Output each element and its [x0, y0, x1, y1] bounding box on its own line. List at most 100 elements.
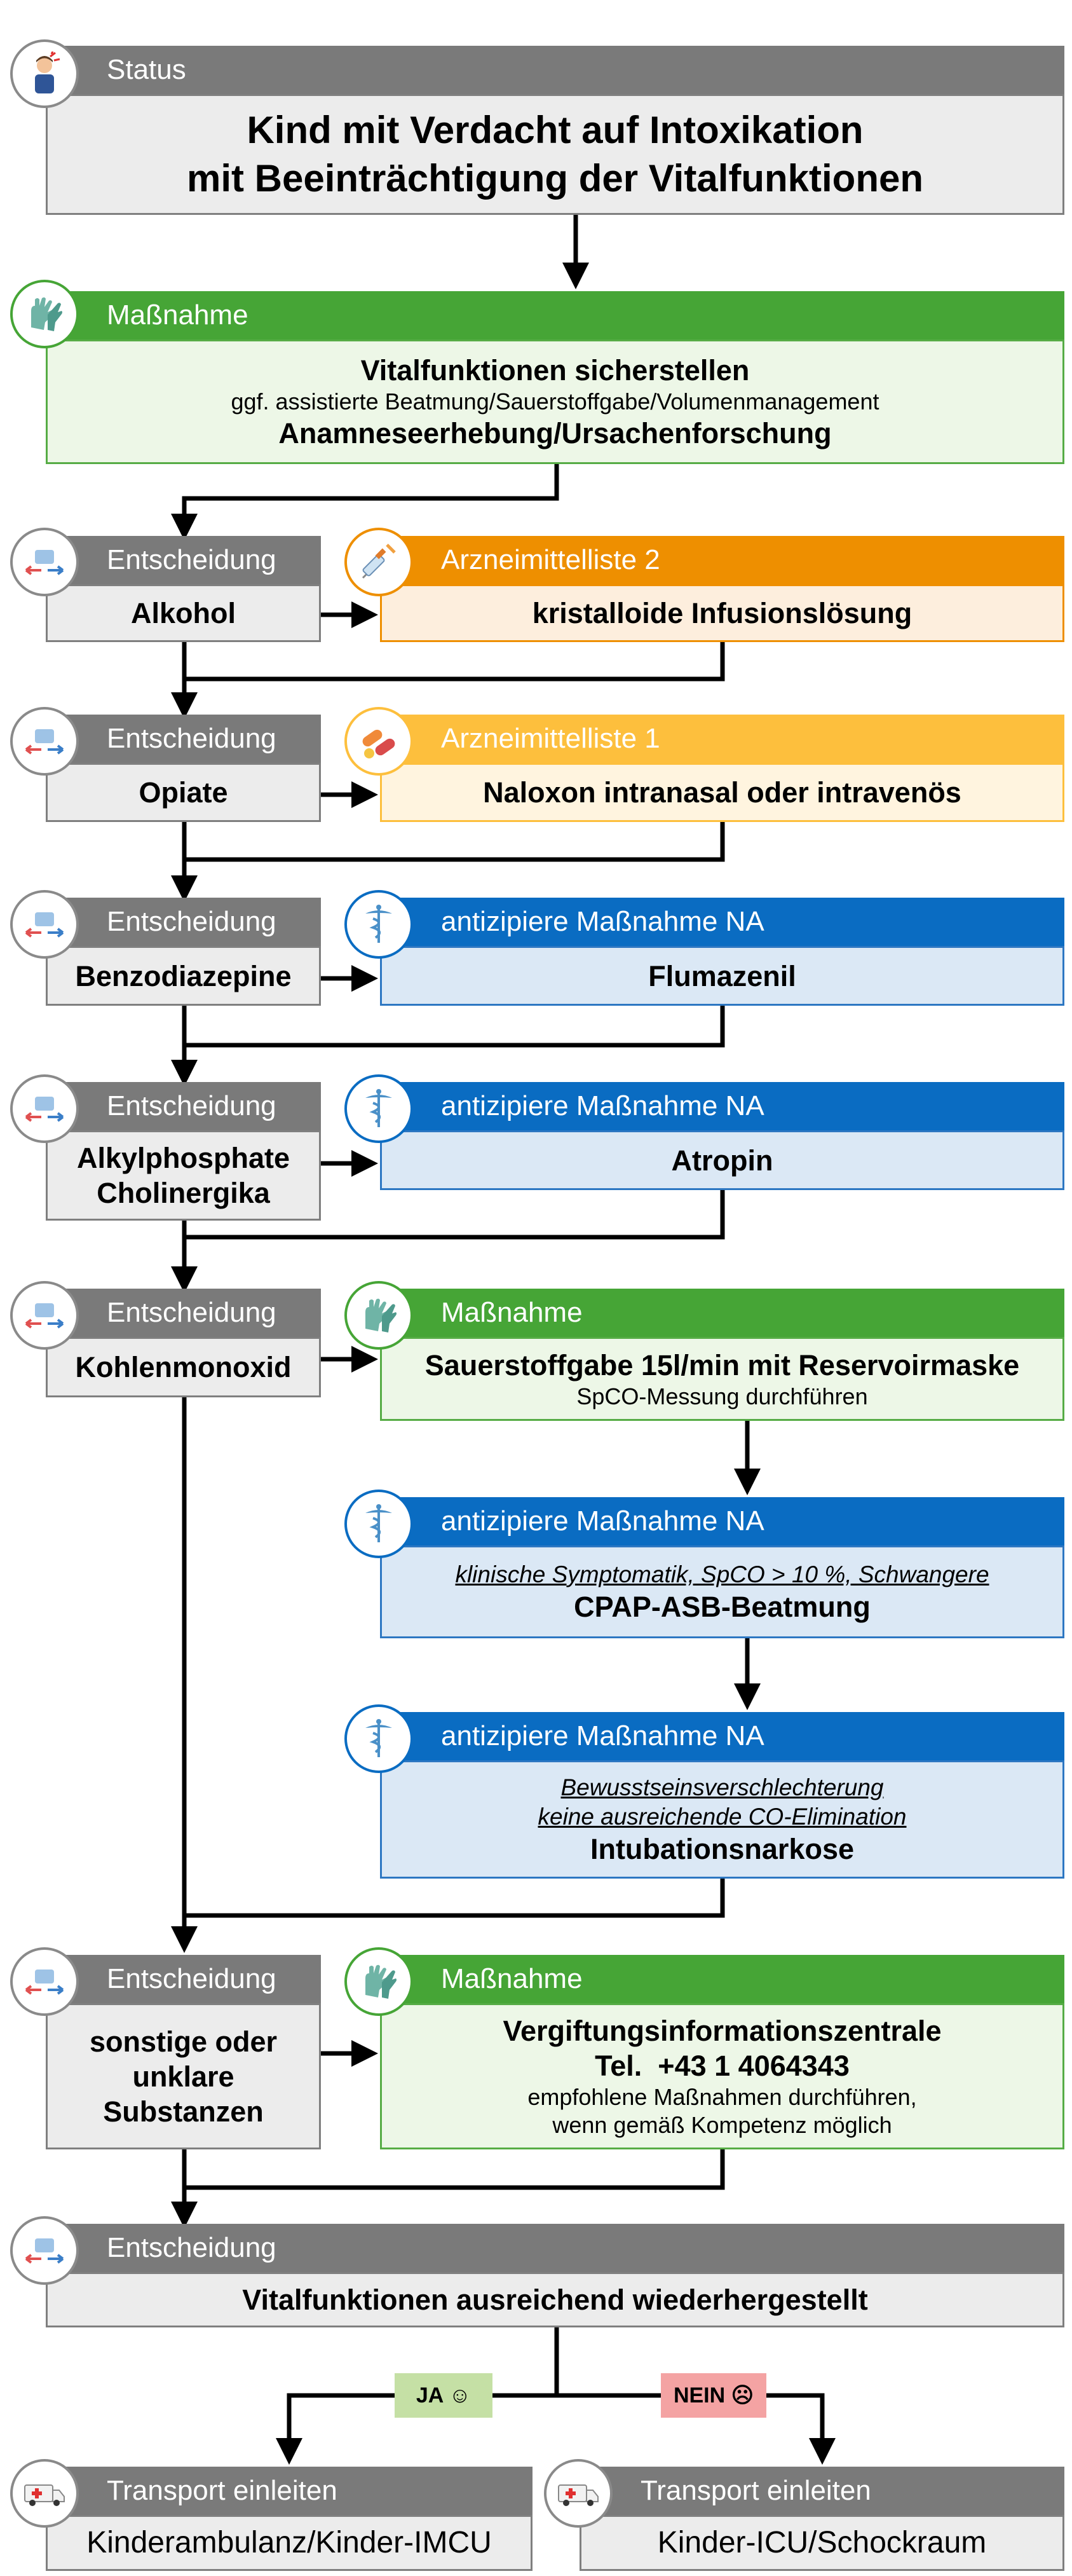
- decision-opiate: Opiate: [46, 763, 321, 822]
- massnahme1-header: Maßnahme: [46, 291, 1064, 339]
- intubation-action: Intubationsnarkose: [590, 1832, 855, 1865]
- ambulance-icon: [544, 2459, 613, 2528]
- decision-arrows-icon: [10, 707, 79, 776]
- line-benzo-return: [184, 1006, 725, 1048]
- decision-header-label: Entscheidung: [107, 723, 276, 754]
- drug-list-2-action: kristalloide Infusionslösung: [532, 597, 913, 629]
- massnahme-vergiftung-header: Maßnahme: [380, 1955, 1064, 2003]
- decision-sonstige-label-line3: Substanzen: [103, 2095, 264, 2128]
- status-header: Status: [46, 46, 1064, 94]
- massnahme-vergiftung-box: Vergiftungsinformationszentrale Tel. +43…: [380, 2003, 1064, 2149]
- decision-header-label: Entscheidung: [107, 1090, 276, 1121]
- decision-alkohol-label: Alkohol: [131, 597, 236, 629]
- syringe-icon: [344, 528, 413, 596]
- caduceus-icon: [344, 1490, 413, 1558]
- drug-list-1-header: Arzneimittelliste 1: [380, 715, 1064, 763]
- drug-list-1-box: Naloxon intranasal oder intravenös: [380, 763, 1064, 822]
- decision-header-label: Entscheidung: [107, 544, 276, 575]
- massnahme1-line2: ggf. assistierte Beatmung/Sauerstoffgabe…: [231, 388, 879, 414]
- decision-header-label: Entscheidung: [107, 1963, 276, 1994]
- no-label: NEIN ☹: [661, 2373, 766, 2418]
- decision-alkyl: Alkylphosphate Cholinergika: [46, 1130, 321, 1221]
- arrow-final-no: [557, 2393, 836, 2465]
- decision-alkyl-label-line2: Cholinergika: [97, 1177, 270, 1209]
- person-headache-icon: [10, 39, 79, 108]
- decision-arrows-icon: [10, 2216, 79, 2285]
- line-alkohol-return: [184, 642, 725, 682]
- pills-icon: [344, 707, 413, 776]
- na-action-benzo: Flumazenil: [648, 959, 796, 992]
- massnahme-vergiftung-header-label: Maßnahme: [441, 1963, 583, 1994]
- medical-gloves-icon: [344, 1947, 413, 2016]
- vergiftung-line4: wenn gemäß Kompetenz möglich: [552, 2112, 892, 2138]
- line-co-return: [184, 1879, 725, 1918]
- decision-arrows-icon: [10, 1947, 79, 2016]
- transport-no-header-label: Transport einleiten: [641, 2475, 871, 2506]
- status-title-line2: mit Beeinträchtigung der Vitalfunktionen: [187, 157, 923, 200]
- decision-benzo-label: Benzodiazepine: [75, 959, 292, 992]
- na-box-alkyl: Atropin: [380, 1130, 1064, 1190]
- decision-co: Kohlenmonoxid: [46, 1337, 321, 1397]
- vergiftung-line3: empfohlene Maßnahmen durchführen,: [527, 2084, 917, 2110]
- transport-no-header: Transport einleiten: [580, 2467, 1064, 2515]
- decision-sonstige-label-line2: unklare: [132, 2060, 234, 2093]
- massnahme-co-header: Maßnahme: [380, 1289, 1064, 1337]
- drug-list-2-box: kristalloide Infusionslösung: [380, 584, 1064, 642]
- massnahme-co-box: Sauerstoffgabe 15l/min mit Reservoirmask…: [380, 1337, 1064, 1421]
- cpap-condition: klinische Symptomatik, SpCO > 10 %, Schw…: [455, 1561, 989, 1587]
- final-decision-header: Entscheidung: [46, 2224, 1064, 2272]
- caduceus-icon: [344, 1074, 413, 1143]
- drug-list-1-header-label: Arzneimittelliste 1: [441, 723, 660, 754]
- caduceus-icon: [344, 890, 413, 959]
- massnahme1-header-label: Maßnahme: [107, 299, 248, 331]
- drug-list-2-header: Arzneimittelliste 2: [380, 536, 1064, 584]
- decision-arrows-icon: [10, 528, 79, 596]
- intubation-condition2: keine ausreichende CO-Elimination: [538, 1803, 907, 1830]
- na-header-alkyl: antizipiere Maßnahme NA: [380, 1082, 1064, 1130]
- decision-arrows-icon: [10, 890, 79, 959]
- transport-no-box: Kinder-ICU/Schockraum: [580, 2515, 1064, 2571]
- decision-opiate-label: Opiate: [139, 776, 228, 809]
- medical-gloves-icon: [10, 280, 79, 348]
- decision-header-alkyl: Entscheidung: [46, 1082, 321, 1130]
- ambulance-icon: [10, 2459, 79, 2528]
- final-decision-title: Vitalfunktionen ausreichend wiederherges…: [242, 2284, 868, 2316]
- massnahme-co-header-label: Maßnahme: [441, 1297, 583, 1328]
- caduceus-icon: [344, 1704, 413, 1773]
- na-box-benzo: Flumazenil: [380, 946, 1064, 1006]
- decision-benzo: Benzodiazepine: [46, 946, 321, 1006]
- transport-no-dest: Kinder-ICU/Schockraum: [657, 2526, 987, 2559]
- decision-alkyl-label-line1: Alkylphosphate: [76, 1142, 290, 1174]
- status-header-label: Status: [107, 54, 186, 85]
- massnahme1-line1: Vitalfunktionen sicherstellen: [360, 354, 750, 387]
- line-opiate-return: [184, 822, 725, 862]
- decision-sonstige-label-line1: sonstige oder: [89, 2025, 278, 2058]
- vergiftung-line1: Vergiftungsinformationszentrale: [503, 2015, 942, 2047]
- massnahme1-line3: Anamneseerhebung/Ursachenforschung: [278, 417, 832, 449]
- decision-header-alkohol: Entscheidung: [46, 536, 321, 584]
- na-box-cpap: klinische Symptomatik, SpCO > 10 %, Schw…: [380, 1545, 1064, 1638]
- transport-yes-box: Kinderambulanz/Kinder-IMCU: [46, 2515, 533, 2571]
- transport-yes-header: Transport einleiten: [46, 2467, 533, 2515]
- decision-sonstige: sonstige oder unklare Substanzen: [46, 2003, 321, 2149]
- cpap-action: CPAP-ASB-Beatmung: [574, 1590, 871, 1623]
- no-label-text: NEIN ☹: [673, 2383, 754, 2408]
- massnahme-co-line1: Sauerstoffgabe 15l/min mit Reservoirmask…: [424, 1348, 1020, 1381]
- na-header-benzo: antizipiere Maßnahme NA: [380, 898, 1064, 946]
- transport-yes-header-label: Transport einleiten: [107, 2475, 337, 2506]
- vergiftung-phone: Tel. +43 1 4064343: [595, 2050, 850, 2082]
- na-header-label: antizipiere Maßnahme NA: [441, 1090, 764, 1121]
- massnahme-co-line2: SpCO-Messung durchführen: [576, 1383, 868, 1409]
- decision-co-label: Kohlenmonoxid: [75, 1351, 292, 1383]
- line-sonstige-return: [184, 2149, 725, 2190]
- yes-label: JA ☺: [395, 2373, 492, 2418]
- transport-yes-dest: Kinderambulanz/Kinder-IMCU: [86, 2526, 492, 2559]
- final-decision-box: Vitalfunktionen ausreichend wiederherges…: [46, 2272, 1064, 2327]
- drug-list-2-header-label: Arzneimittelliste 2: [441, 544, 660, 575]
- na-header-label: antizipiere Maßnahme NA: [441, 1505, 764, 1537]
- status-title-line1: Kind mit Verdacht auf Intoxikation: [247, 109, 864, 151]
- massnahme1-box: Vitalfunktionen sicherstellen ggf. assis…: [46, 339, 1064, 464]
- intubation-condition1: Bewusstseinsverschlechterung: [560, 1774, 884, 1800]
- decision-header-co: Entscheidung: [46, 1289, 321, 1337]
